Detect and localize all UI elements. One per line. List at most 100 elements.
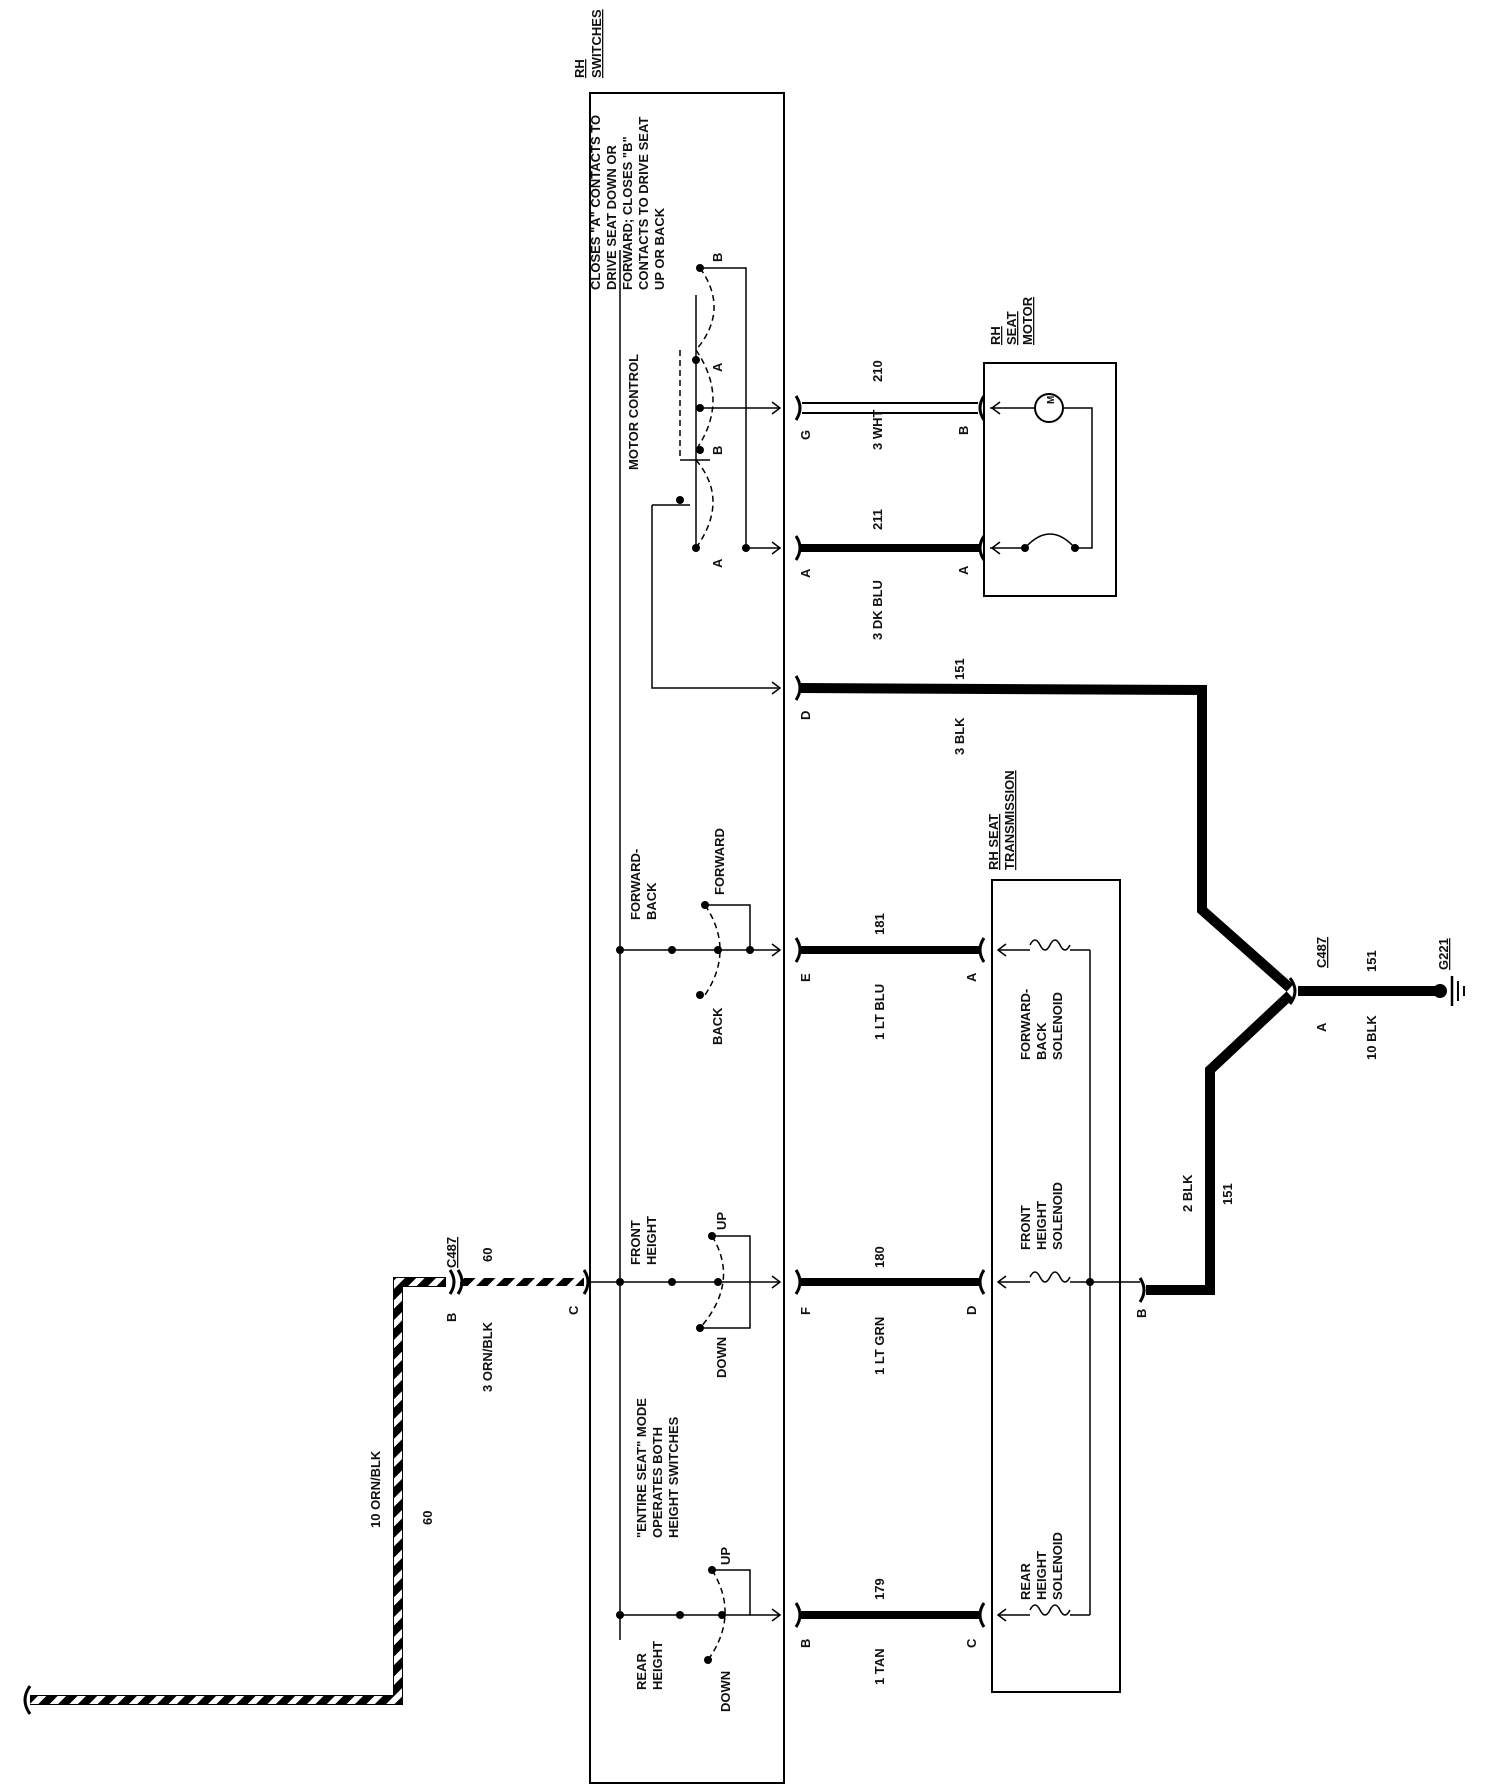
c487-bottom-connector: C487 B bbox=[444, 1237, 464, 1322]
svg-text:SOLENOID: SOLENOID bbox=[1050, 1182, 1065, 1250]
rear-height-dots bbox=[616, 1566, 726, 1664]
svg-text:REAR: REAR bbox=[1018, 1563, 1033, 1600]
ground-label: G221 bbox=[1436, 938, 1451, 970]
wire-180-color: 1 LT GRN bbox=[872, 1317, 887, 1375]
trans-pin-a: A bbox=[964, 972, 979, 982]
svg-text:CONTACTS TO DRIVE SEAT: CONTACTS TO DRIVE SEAT bbox=[636, 117, 651, 290]
wire-151-d bbox=[794, 675, 1294, 992]
fwd-back-solenoid-label: FORWARD- BACK SOLENOID bbox=[1018, 989, 1065, 1060]
wire-60-feed bbox=[23, 1277, 446, 1715]
wire-211-color: 3 DK BLU bbox=[870, 580, 885, 640]
switch-pin-e: E bbox=[798, 973, 813, 982]
wire-180-circuit: 180 bbox=[872, 1246, 887, 1268]
front-height-title-1: FRONT bbox=[628, 1220, 643, 1265]
motor-pin-b: B bbox=[956, 426, 971, 435]
motor-pins: B A bbox=[956, 426, 971, 575]
switch-pin-a: A bbox=[798, 568, 813, 578]
c487-top-name: C487 bbox=[1314, 937, 1329, 968]
trans-pin-d: D bbox=[964, 1306, 979, 1315]
svg-text:UP OR BACK: UP OR BACK bbox=[652, 207, 667, 290]
rear-height-title-2: HEIGHT bbox=[650, 1641, 665, 1690]
wire-210-circuit: 210 bbox=[870, 360, 885, 382]
ground-g221: G221 bbox=[1433, 938, 1465, 1006]
seat-motor-label-2: SEAT bbox=[1004, 311, 1019, 345]
switch-pin-c: C bbox=[566, 1305, 581, 1315]
c487-top-connector: C487 A bbox=[1288, 937, 1436, 1032]
switch-pin-b: B bbox=[798, 1639, 813, 1648]
svg-text:SOLENOID: SOLENOID bbox=[1050, 1532, 1065, 1600]
wire-179-color: 1 TAN bbox=[872, 1648, 887, 1685]
trans-pin-c: C bbox=[964, 1638, 979, 1648]
svg-text:SOLENOID: SOLENOID bbox=[1050, 992, 1065, 1060]
front-height-pos-down: DOWN bbox=[714, 1337, 729, 1378]
svg-text:FORWARD; CLOSES "B": FORWARD; CLOSES "B" bbox=[620, 136, 635, 290]
wire-210-color: 3 WHT bbox=[870, 410, 885, 451]
wire-179 bbox=[794, 1602, 986, 1628]
wire-60-feed-circuit: 60 bbox=[420, 1511, 435, 1525]
rh-switches-box: RH SWITCHES bbox=[572, 9, 785, 1784]
motor-control-label: MOTOR CONTROL bbox=[626, 354, 641, 470]
svg-text:BACK: BACK bbox=[1034, 1022, 1049, 1060]
svg-text:DRIVE SEAT DOWN OR: DRIVE SEAT DOWN OR bbox=[604, 144, 619, 290]
wire-151-g-circuit: 151 bbox=[1364, 950, 1379, 972]
rh-switches-label-1: RH bbox=[572, 59, 587, 78]
svg-text:OPERATES BOTH: OPERATES BOTH bbox=[650, 1427, 665, 1538]
rear-height-pos-up: UP bbox=[718, 1547, 733, 1565]
rear-height-title-1: REAR bbox=[634, 1653, 649, 1690]
svg-text:FORWARD-: FORWARD- bbox=[1018, 989, 1033, 1060]
wire-60-c bbox=[460, 1269, 590, 1295]
motor-contact-a-bottom: A bbox=[710, 558, 725, 568]
fwd-back-title-2: BACK bbox=[644, 882, 659, 920]
front-height-pos-up: UP bbox=[714, 1212, 729, 1230]
motor-contact-b-bottom: B bbox=[710, 446, 725, 455]
rear-height-pos-down: DOWN bbox=[718, 1671, 733, 1712]
closes-note: CLOSES "A" CONTACTS TO DRIVE SEAT DOWN O… bbox=[588, 115, 667, 290]
switch-pins: G A D E F B C bbox=[566, 430, 813, 1648]
wire-60-c-color: 3 ORN/BLK bbox=[480, 1321, 495, 1392]
wire-179-circuit: 179 bbox=[872, 1578, 887, 1600]
wire-211-circuit: 211 bbox=[870, 509, 885, 530]
svg-text:HEIGHT: HEIGHT bbox=[1034, 1551, 1049, 1600]
wire-181 bbox=[794, 937, 986, 963]
transmission-pins: A D C B bbox=[964, 972, 1149, 1648]
wire-151-d-color: 3 BLK bbox=[952, 717, 967, 755]
front-height-dots bbox=[616, 1232, 722, 1332]
rear-height-switch bbox=[620, 1569, 782, 1661]
motor-control-dots bbox=[676, 264, 750, 552]
fwd-back-pos-forward: FORWARD bbox=[712, 828, 727, 895]
motor-symbol: M bbox=[1046, 396, 1057, 404]
switch-pin-d: D bbox=[798, 711, 813, 720]
wire-151-b-color: 2 BLK bbox=[1180, 1174, 1195, 1212]
c487-bottom-pin: B bbox=[444, 1313, 459, 1322]
wire-181-color: 1 LT BLU bbox=[872, 984, 887, 1040]
front-height-title-2: HEIGHT bbox=[644, 1216, 659, 1265]
wire-181-circuit: 181 bbox=[872, 913, 887, 935]
entire-seat-note: "ENTIRE SEAT" MODE OPERATES BOTH HEIGHT … bbox=[634, 1398, 681, 1538]
svg-text:FRONT: FRONT bbox=[1018, 1205, 1033, 1250]
wire-151-d-circuit: 151 bbox=[952, 658, 967, 680]
switch-pin-f: F bbox=[798, 1307, 813, 1315]
seat-transmission-label-2: TRANSMISSION bbox=[1002, 770, 1017, 870]
motor-pin-a: A bbox=[956, 565, 971, 575]
motor-control-switch bbox=[619, 250, 782, 1640]
svg-text:HEIGHT SWITCHES: HEIGHT SWITCHES bbox=[666, 1416, 681, 1538]
rh-seat-transmission: RH SEAT TRANSMISSION FORWARD- BACK SOLEN… bbox=[986, 770, 1140, 1693]
wire-180 bbox=[794, 1269, 986, 1295]
motor-icon bbox=[1034, 393, 1064, 423]
motor-contact-b-top: B bbox=[710, 253, 725, 262]
svg-text:CLOSES "A" CONTACTS TO: CLOSES "A" CONTACTS TO bbox=[588, 115, 603, 290]
rear-height-solenoid-label: REAR HEIGHT SOLENOID bbox=[1018, 1532, 1065, 1600]
wire-151-g-color: 10 BLK bbox=[1364, 1015, 1379, 1060]
switch-pin-g: G bbox=[798, 430, 813, 440]
c487-top-pin: A bbox=[1314, 1022, 1329, 1032]
front-height-solenoid-label: FRONT HEIGHT SOLENOID bbox=[1018, 1182, 1065, 1250]
wire-151-b bbox=[1138, 991, 1294, 1303]
wire-211 bbox=[794, 535, 986, 561]
seat-transmission-label-1: RH SEAT bbox=[986, 814, 1001, 870]
wire-60-feed-color: 10 ORN/BLK bbox=[368, 1450, 383, 1528]
c487-bottom-name: C487 bbox=[444, 1237, 459, 1268]
wire-151-b-circuit: 151 bbox=[1220, 1183, 1235, 1205]
fwd-back-title-1: FORWARD- bbox=[628, 849, 643, 920]
rh-switches-label-2: SWITCHES bbox=[589, 9, 604, 78]
